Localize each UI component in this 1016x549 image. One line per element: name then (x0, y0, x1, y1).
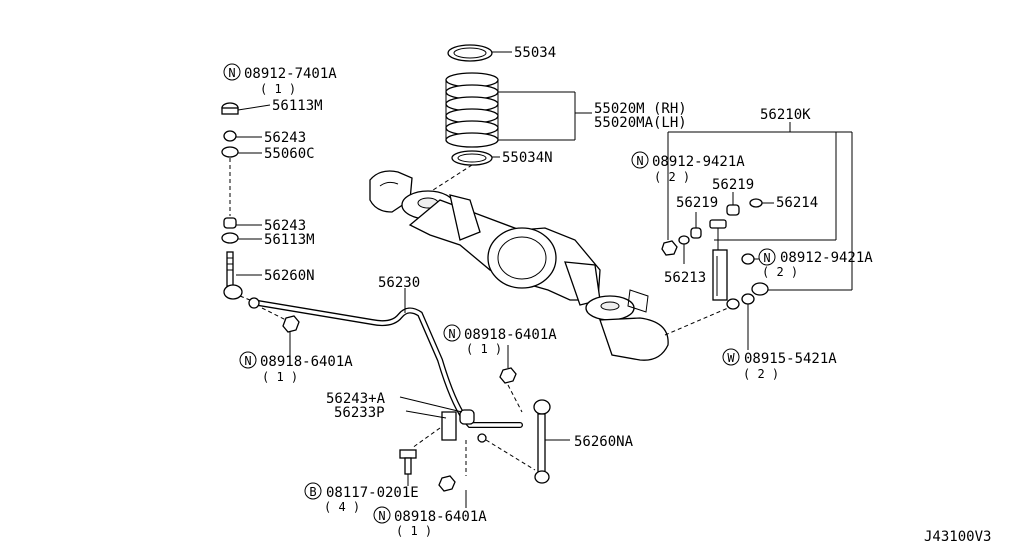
label-08918-6401a-bottom-qty: ( 1 ) (396, 524, 432, 538)
label-56243-low: 56243 (264, 218, 306, 234)
hex-nut-left (282, 315, 300, 333)
label-08117-0201e-qty: ( 4 ) (324, 500, 360, 514)
nut-right-upper (741, 253, 755, 265)
label-08918-6401a-bottom: 08918-6401A (394, 509, 487, 525)
label-56113m-top: 56113M (272, 98, 323, 114)
link-rod-56260na (537, 413, 546, 473)
label-08918-6401a-left: 08918-6401A (260, 354, 353, 370)
clamp-56233p (441, 411, 457, 441)
spring-seat-upper (447, 44, 493, 62)
center-lower-group: N 08918-6401A ( 1 ) 56260NA 56243+A 5623… (304, 324, 634, 538)
diagram-id: J43100V3 (924, 529, 991, 545)
label-55034-top: 55034 (514, 45, 556, 61)
link-na-top-eye (533, 399, 551, 415)
rear-axle-housing (369, 170, 736, 361)
label-56213: 56213 (664, 270, 706, 286)
label-56210k: 56210K (760, 107, 811, 123)
label-08915-5421a-qty: ( 2 ) (743, 367, 779, 381)
label-55060c: 55060C (264, 146, 315, 162)
coil-spring-assembly: 55034 55020M (RH) 55020MA(LH) 55034N (429, 44, 687, 193)
link-rod-56260n (226, 251, 234, 287)
label-08918-6401a-mid-qty: ( 1 ) (466, 342, 502, 356)
label-55020m: 55020M (RH) (594, 101, 687, 117)
label-56243-a: 56243+A (326, 391, 386, 407)
label-08912-7401a-qty: ( 1 ) (260, 82, 296, 96)
shock-top-mount (709, 219, 727, 229)
label-55034n: 55034N (502, 150, 553, 166)
label-56219-a: 56219 (712, 177, 754, 193)
bolt-symbol-letter: B (309, 485, 316, 499)
nut-right-lower (751, 282, 769, 296)
washer-symbol-letter: W (727, 351, 735, 365)
label-55020ma: 55020MA(LH) (594, 115, 687, 131)
label-08915-5421a: 08915-5421A (744, 351, 837, 367)
left-link-stack: N 08912-7401A ( 1 ) 56113M 56243 55060C … (221, 63, 337, 300)
nut-symbol-letter: N (763, 251, 770, 265)
washer-56214 (749, 198, 763, 208)
trailing-arm-bracket (449, 194, 481, 241)
nut-symbol-letter: N (636, 154, 643, 168)
bushing-56243-top (223, 130, 237, 142)
nut-symbol-letter: N (244, 354, 251, 368)
washer-56213 (678, 235, 690, 245)
label-56113m-low: 56113M (264, 232, 315, 248)
bolt-head (399, 449, 417, 459)
right-hub (599, 317, 669, 361)
nut-symbol-badge (223, 63, 241, 81)
hex-nut-mid (499, 367, 517, 384)
shock-absorber-group: 56210K N 08912-9421A ( 2 ) 56219 56219 5… (631, 107, 873, 381)
bushing-56219-upper (726, 204, 740, 216)
washer-55060c (221, 146, 239, 158)
hex-nut-bottom (438, 475, 456, 492)
label-08912-9421a-right: 08912-9421A (780, 250, 873, 266)
nut-symbol-letter: N (448, 327, 455, 341)
nut-symbol-letter: N (378, 509, 385, 523)
label-08117-0201e: 08117-0201E (326, 485, 419, 501)
label-08918-6401a-mid: 08918-6401A (464, 327, 557, 343)
link-na-bottom-eye (534, 470, 550, 484)
shock-absorber-body (712, 249, 728, 301)
bolt-shank (404, 457, 412, 475)
washer-right (741, 293, 755, 305)
label-56260na: 56260NA (574, 434, 634, 450)
label-08912-9421a-top: 08912-9421A (652, 154, 745, 170)
label-56233p: 56233P (334, 405, 385, 421)
label-56230: 56230 (378, 275, 420, 291)
label-08912-9421a-right-qty: ( 2 ) (762, 265, 798, 279)
shock-lower-eye (726, 298, 740, 310)
bushing-56243-low (223, 217, 237, 229)
bushing-56243a (459, 409, 475, 425)
label-56260n: 56260N (264, 268, 315, 284)
label-08918-6401a-left-qty: ( 1 ) (262, 370, 298, 384)
label-56214: 56214 (776, 195, 818, 211)
rubber-bushing-body (221, 107, 239, 115)
washer-56113m-low (221, 232, 239, 244)
label-08912-9421a-top-qty: ( 2 ) (654, 170, 690, 184)
stabilizer-bar-56230: 56230 N 08918-6401A ( 1 ) (239, 275, 523, 428)
nut-symbol-letter: N (228, 66, 235, 80)
label-56219-b: 56219 (676, 195, 718, 211)
label-56243-top: 56243 (264, 130, 306, 146)
bushing-56219-lower (690, 227, 702, 239)
label-08912-7401a: 08912-7401A (244, 66, 337, 82)
link-rod-eye (223, 284, 243, 300)
hex-nut-top (661, 240, 678, 256)
